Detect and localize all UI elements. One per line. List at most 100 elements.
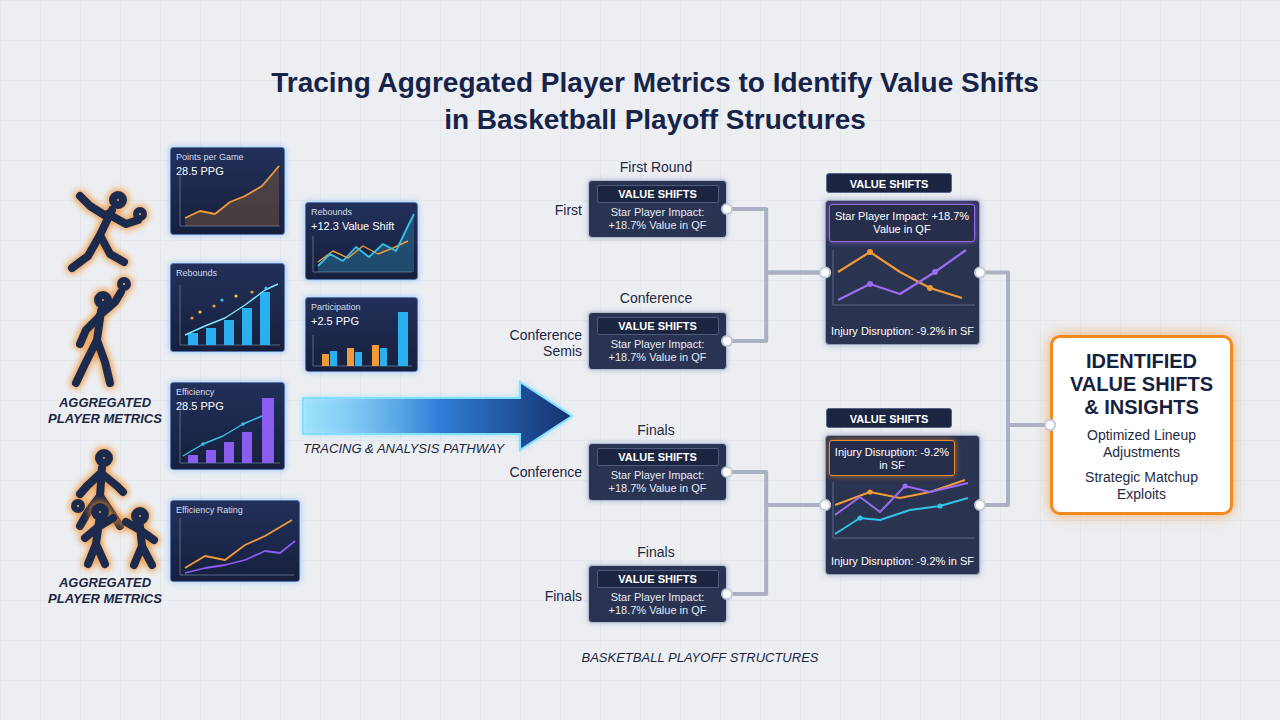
stage-label: Conference xyxy=(596,290,716,306)
highlight-box: Injury Disruption: -9.2% in SF xyxy=(829,440,955,476)
mini-chart xyxy=(180,398,280,463)
metric-card: Rebounds +12.3 Value Shift xyxy=(305,202,418,280)
mini-chart xyxy=(857,515,862,520)
stage-label: Finals xyxy=(596,544,716,560)
mini-chart xyxy=(322,354,329,366)
connector-group xyxy=(722,204,830,278)
mini-chart xyxy=(188,455,198,463)
mini-chart xyxy=(260,292,270,345)
connector-group xyxy=(975,420,1055,510)
box-header: VALUE SHIFTS xyxy=(597,317,719,335)
mini-chart xyxy=(927,285,933,291)
box-body: Star Player Impact: +18.7% Value in QF xyxy=(595,469,720,495)
panel-tab: VALUE SHIFTS xyxy=(826,173,952,193)
connector-dot xyxy=(820,500,830,510)
panel-tab: VALUE SHIFTS xyxy=(826,408,952,428)
mini-chart xyxy=(932,269,938,275)
connector-group xyxy=(975,268,1055,431)
pathway-label: TRACING & ANALYSIS PATHWAY xyxy=(303,441,533,457)
player-silhouette xyxy=(76,281,127,383)
mini-chart xyxy=(242,432,252,463)
bracket-connector xyxy=(727,505,825,594)
connector-dot xyxy=(820,500,830,510)
mini-chart xyxy=(183,416,262,456)
mini-chart xyxy=(867,489,872,494)
mini-chart xyxy=(262,398,274,463)
mini-chart xyxy=(241,422,245,426)
pathway-arrow xyxy=(303,382,572,450)
mini-chart xyxy=(180,405,280,463)
mini-chart xyxy=(190,316,193,319)
connector-group xyxy=(722,467,830,510)
metric-card: Efficiency Rating xyxy=(170,500,300,582)
mini-chart xyxy=(180,285,280,345)
connector-dot xyxy=(820,268,830,278)
mini-chart xyxy=(185,166,279,218)
bracket-connector xyxy=(980,425,1050,505)
pathway-arrow xyxy=(303,382,572,450)
mini-chart xyxy=(212,304,215,307)
player-silhouette xyxy=(72,195,143,268)
mini-chart xyxy=(902,483,907,488)
mini-chart xyxy=(398,312,408,366)
mini-chart xyxy=(188,333,198,345)
mini-chart xyxy=(838,250,966,300)
panel-body: Injury Disruption: -9.2% in SF xyxy=(826,325,979,338)
metric-card: Rebounds xyxy=(170,263,285,352)
mini-chart xyxy=(198,310,201,313)
mini-chart xyxy=(224,320,234,345)
mini-chart xyxy=(318,241,408,262)
highlight-text: Injury Disruption: -9.2% in SF xyxy=(830,441,954,472)
player-silhouette xyxy=(76,281,127,383)
mini-chart xyxy=(242,308,252,345)
mini-chart xyxy=(372,345,379,366)
player-silhouette xyxy=(72,195,143,268)
metric-value: +12.3 Value Shift xyxy=(311,220,394,232)
mini-chart xyxy=(937,503,942,508)
mini-chart xyxy=(264,286,267,289)
player-silhouette xyxy=(76,281,127,383)
stage-label: First Round xyxy=(596,159,716,175)
connector-dot xyxy=(975,500,985,510)
stage-label: Conference xyxy=(492,464,582,480)
mini-chart xyxy=(313,236,412,272)
mini-chart xyxy=(180,518,295,575)
metric-title: Efficiency xyxy=(176,387,214,397)
metric-value: 28.5 PPG xyxy=(176,400,224,412)
mini-chart xyxy=(201,442,205,446)
mini-chart xyxy=(347,348,354,366)
player-silhouette xyxy=(85,507,154,565)
mini-chart xyxy=(185,166,279,226)
stage-label: Conference Semis xyxy=(492,327,582,359)
mini-chart xyxy=(250,290,253,293)
mini-chart xyxy=(318,214,414,266)
metric-card: Participation+2.5 PPG xyxy=(305,297,418,372)
mini-chart xyxy=(185,284,278,335)
stage-label: Finals xyxy=(492,588,582,604)
metric-title: Rebounds xyxy=(311,207,352,217)
side-label: AGGREGATED PLAYER METRICS xyxy=(35,575,175,607)
insight-heading: IDENTIFIED VALUE SHIFTS & INSIGHTS xyxy=(1064,350,1220,419)
bracket-connector xyxy=(727,209,825,273)
metric-title: Efficiency Rating xyxy=(176,505,243,515)
pathway-arrow xyxy=(303,382,572,450)
mini-chart xyxy=(313,335,412,366)
player-silhouette xyxy=(72,195,143,268)
connector-dot xyxy=(1045,420,1055,430)
connector-group xyxy=(722,500,830,599)
box-body: Star Player Impact: +18.7% Value in QF xyxy=(595,206,720,232)
highlight-text: Star Player Impact: +18.7% Value in QF xyxy=(830,205,974,236)
player-silhouette xyxy=(85,507,154,565)
round-box: VALUE SHIFTSStar Player Impact: +18.7% V… xyxy=(588,443,727,501)
mini-chart xyxy=(867,249,873,255)
mini-chart xyxy=(313,312,412,366)
player-silhouette xyxy=(85,507,154,565)
stage-label: Finals xyxy=(596,422,716,438)
mini-chart xyxy=(220,298,223,301)
insight-item: Strategic Matchup Exploits xyxy=(1067,469,1217,503)
mini-chart xyxy=(313,214,414,272)
metric-card: Points per Game28.5 PPG xyxy=(170,147,285,235)
